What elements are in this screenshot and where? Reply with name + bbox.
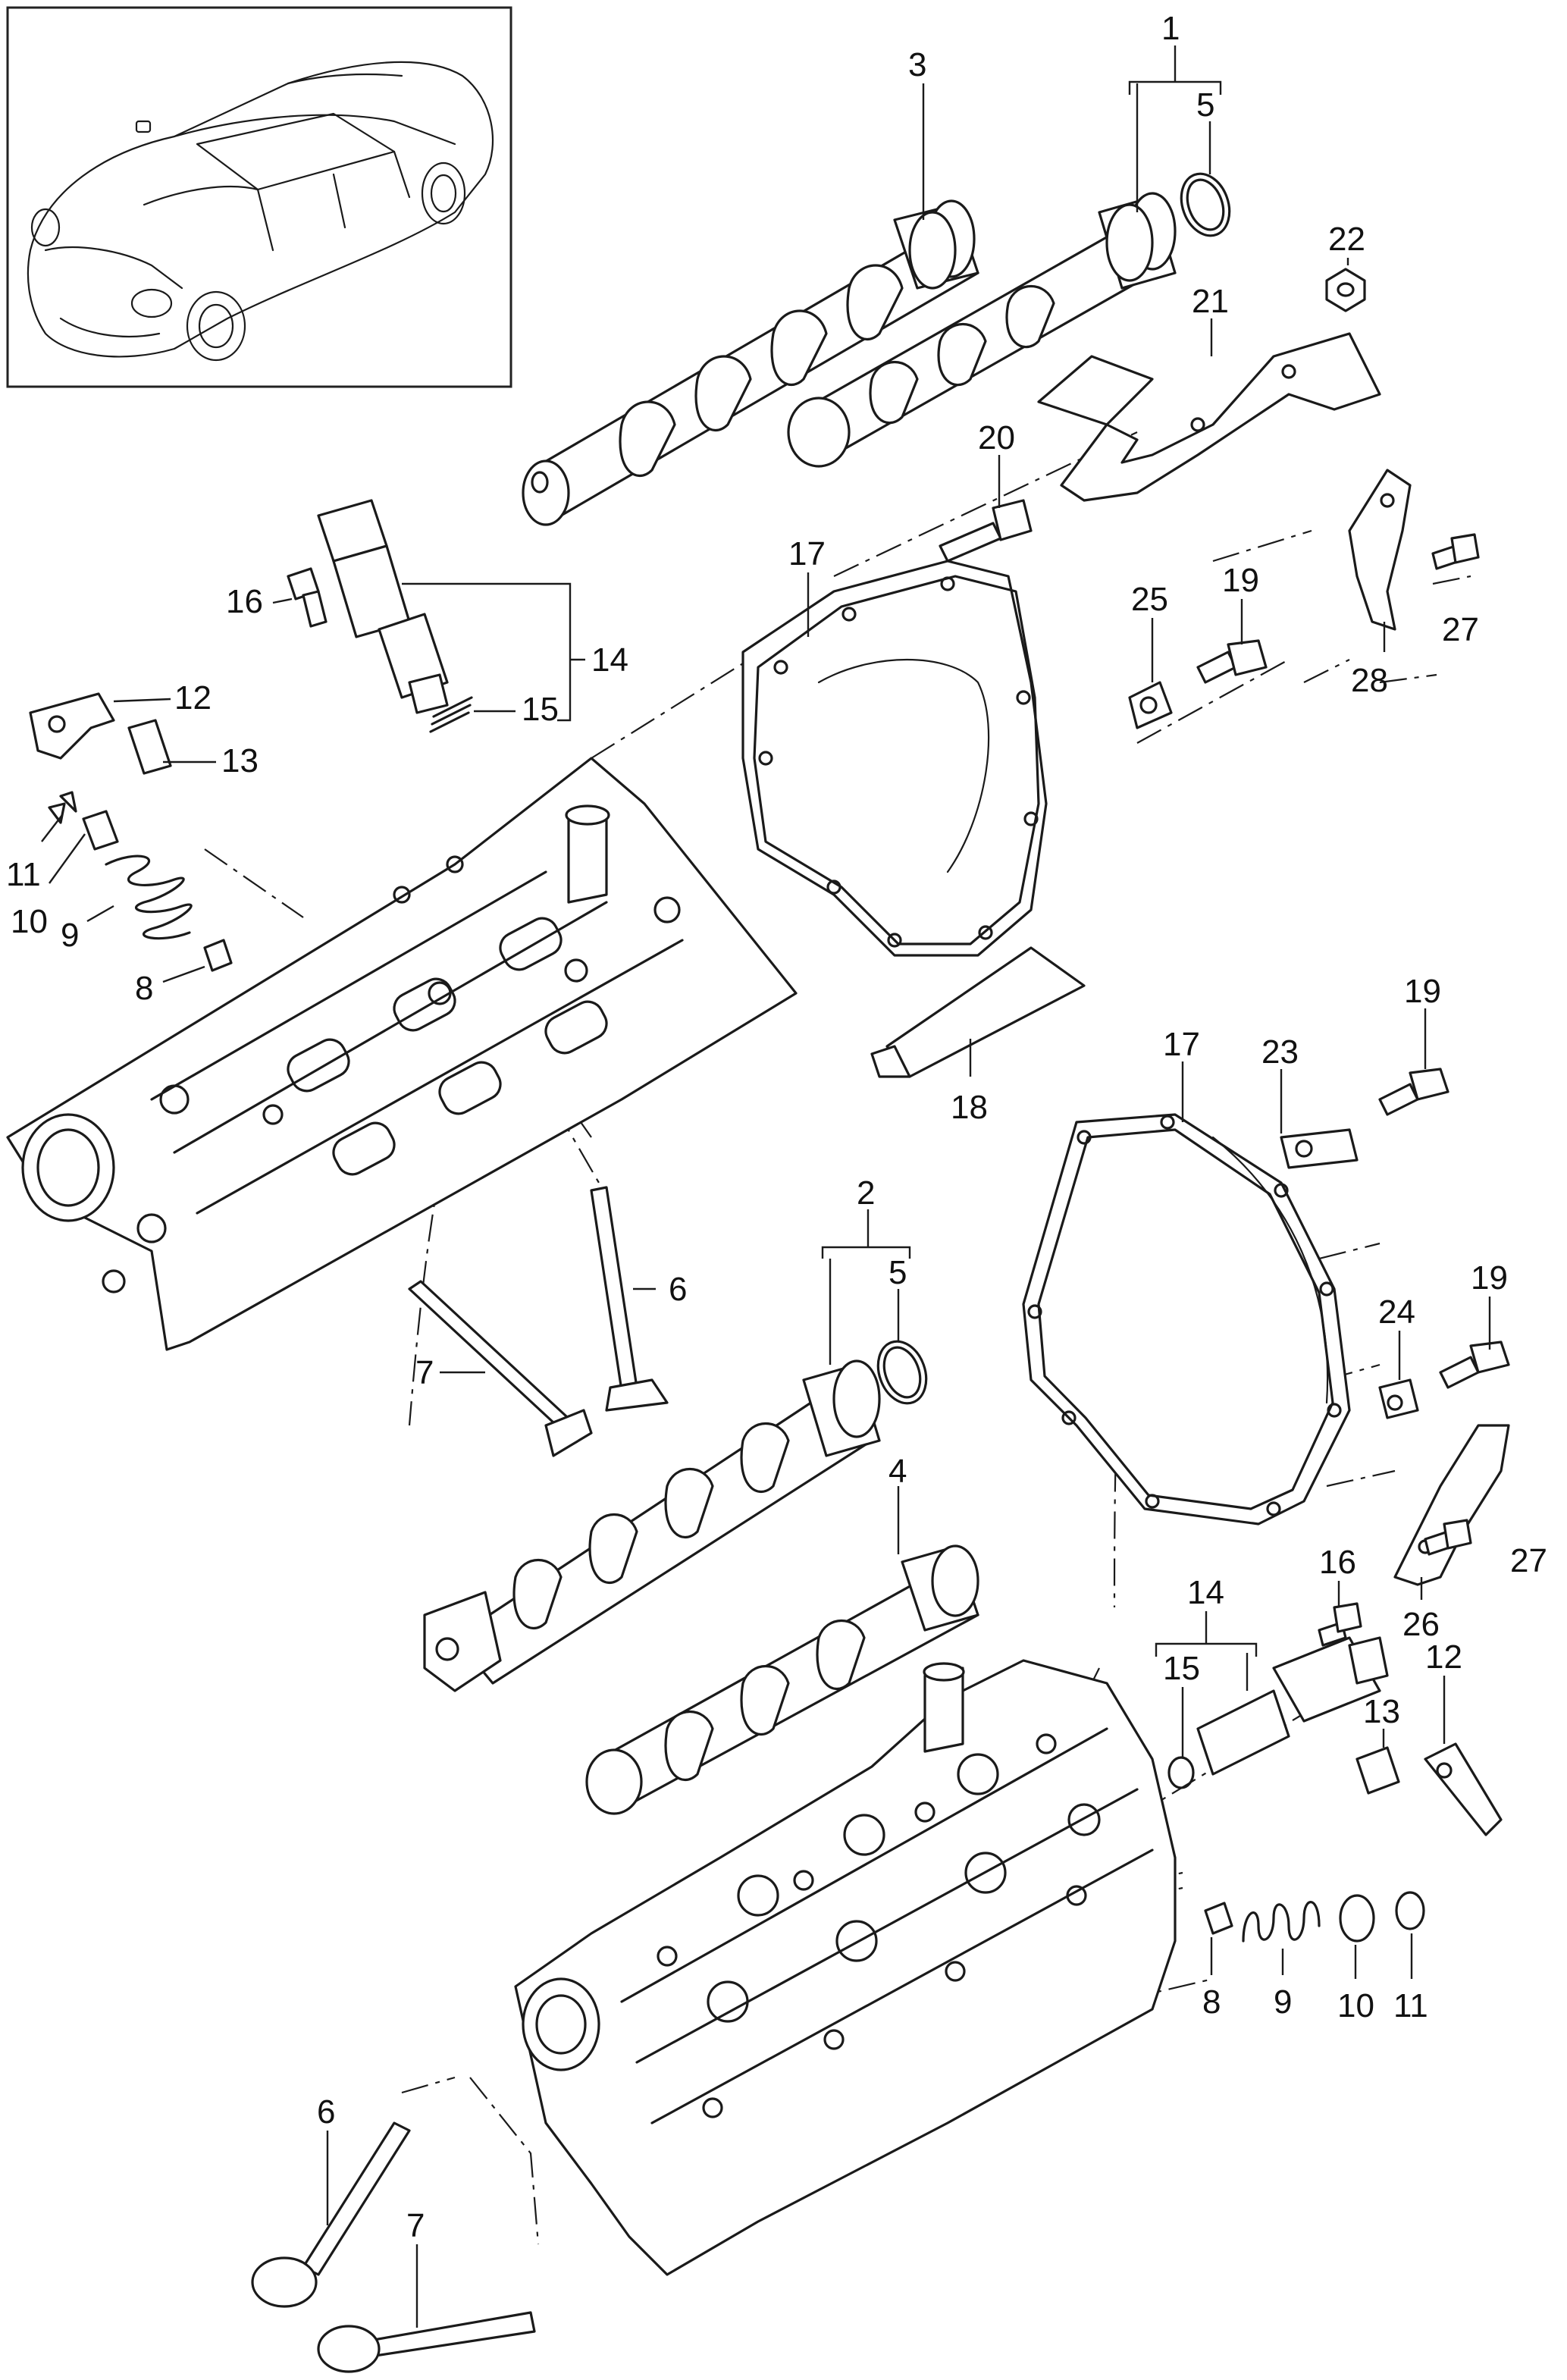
valve-cover-17-top xyxy=(741,560,1048,957)
callout-13-top: 13 xyxy=(221,742,259,779)
callout-10-top: 10 xyxy=(11,903,48,940)
valve-stem-seal-8-bottom xyxy=(1204,1902,1233,1935)
callout-26: 26 xyxy=(1402,1606,1440,1643)
callout-19-mid: 19 xyxy=(1404,973,1441,1010)
bolt-20 xyxy=(939,499,1033,563)
valve-keeper-11-top xyxy=(48,791,77,824)
intake-valve-6-top xyxy=(590,1186,669,1412)
callout-17-bottom: 17 xyxy=(1163,1026,1200,1063)
callout-14-bottom: 14 xyxy=(1187,1574,1224,1611)
callout-7-top: 7 xyxy=(415,1354,434,1391)
valve-cover-17-bottom xyxy=(1022,1113,1351,1526)
bolt-27-top xyxy=(1431,533,1480,570)
valve-stem-seal-8-top xyxy=(203,939,233,972)
exhaust-valve-7-bottom xyxy=(317,2311,536,2373)
callout-4: 4 xyxy=(888,1453,907,1490)
camshaft-1 xyxy=(787,192,1177,468)
callout-9-top: 9 xyxy=(61,917,79,954)
callout-18: 18 xyxy=(951,1089,988,1126)
spring-retainer-10-top xyxy=(82,810,119,851)
bolt-19-mid xyxy=(1378,1068,1449,1116)
callout-23: 23 xyxy=(1261,1033,1299,1071)
bracket-21 xyxy=(1037,332,1381,502)
valve-spring-9-bottom xyxy=(1242,1901,1321,1943)
sealant-tube-18 xyxy=(870,946,1086,1078)
camshaft-4 xyxy=(585,1544,979,1815)
callout-27-top: 27 xyxy=(1442,611,1479,648)
grommet-24 xyxy=(1378,1378,1419,1419)
bracket-26 xyxy=(1393,1424,1510,1586)
seal-15-bottom xyxy=(1167,1756,1195,1789)
solenoid-14-bottom xyxy=(1196,1636,1389,1776)
solenoid-14-top xyxy=(317,499,449,714)
callout-12-top: 12 xyxy=(174,679,212,717)
callout-1: 1 xyxy=(1161,10,1180,47)
vehicle-thumbnail xyxy=(6,6,512,388)
callout-6-bottom: 6 xyxy=(317,2093,335,2131)
bolt-19-top xyxy=(1196,639,1268,684)
callout-20: 20 xyxy=(978,419,1015,456)
bolt-16-bottom xyxy=(1318,1602,1362,1647)
callout-13-bottom: 13 xyxy=(1363,1693,1400,1730)
callout-2: 2 xyxy=(857,1174,875,1212)
camshaft-3 xyxy=(522,199,979,526)
callout-15-top: 15 xyxy=(522,691,559,728)
bracket-28 xyxy=(1348,469,1412,631)
lifter-13-bottom xyxy=(1355,1746,1400,1795)
callout-21: 21 xyxy=(1192,283,1229,320)
camshaft-2 xyxy=(423,1359,881,1692)
bolt-19-bottom xyxy=(1439,1341,1510,1389)
rocker-arm-12-top xyxy=(29,692,115,760)
spring-retainer-10-bottom xyxy=(1339,1894,1375,1943)
lifter-13-top xyxy=(127,719,172,775)
seal-15-top xyxy=(429,696,473,733)
callout-19-top: 19 xyxy=(1222,562,1259,599)
callout-25: 25 xyxy=(1131,581,1168,618)
cylinder-head-lower xyxy=(514,1659,1177,2276)
valve-spring-9-top xyxy=(105,854,193,940)
callout-17-top: 17 xyxy=(788,535,826,572)
nut-22 xyxy=(1325,268,1366,312)
callout-14-top: 14 xyxy=(591,641,628,679)
callout-10-bottom: 10 xyxy=(1337,1987,1374,2024)
callout-5-top: 5 xyxy=(1196,86,1214,124)
bolt-27-bottom xyxy=(1424,1519,1472,1556)
leader-lines xyxy=(41,45,1491,2328)
callout-6-top: 6 xyxy=(669,1271,687,1308)
callout-16-bottom: 16 xyxy=(1319,1544,1356,1581)
callout-9-bottom: 9 xyxy=(1274,1983,1292,2021)
callout-27-bottom: 27 xyxy=(1510,1542,1547,1579)
rocker-arm-12-bottom xyxy=(1424,1742,1503,1836)
callout-19-bottom: 19 xyxy=(1471,1259,1508,1297)
o-ring-5-mid xyxy=(876,1340,928,1405)
callout-11-top: 11 xyxy=(6,856,41,893)
callout-12-bottom: 12 xyxy=(1425,1638,1462,1676)
valve-keeper-11-bottom xyxy=(1395,1891,1425,1930)
callout-8-bottom: 8 xyxy=(1202,1983,1221,2021)
callout-7-bottom: 7 xyxy=(406,2207,425,2244)
callout-16-top: 16 xyxy=(226,583,263,620)
callout-11-bottom: 11 xyxy=(1393,1987,1428,2024)
bolt-16-top xyxy=(287,567,328,628)
callout-8-top: 8 xyxy=(135,970,153,1007)
callout-28: 28 xyxy=(1351,662,1388,699)
cylinder-head-upper xyxy=(6,757,798,1351)
intake-valve-6-bottom xyxy=(251,2121,411,2308)
exhaust-valve-7-top xyxy=(408,1280,593,1457)
callout-labels: 1 3 5 22 21 20 17 19 25 16 14 27 28 15 1… xyxy=(6,10,1547,2244)
callout-24: 24 xyxy=(1378,1293,1415,1331)
callout-3: 3 xyxy=(908,46,926,83)
callout-15-bottom: 15 xyxy=(1163,1650,1200,1687)
callout-22: 22 xyxy=(1328,221,1365,258)
grommet-25 xyxy=(1128,681,1173,729)
callout-5-mid: 5 xyxy=(888,1254,907,1291)
o-ring-5-top xyxy=(1180,172,1231,237)
grommet-23 xyxy=(1280,1128,1359,1169)
